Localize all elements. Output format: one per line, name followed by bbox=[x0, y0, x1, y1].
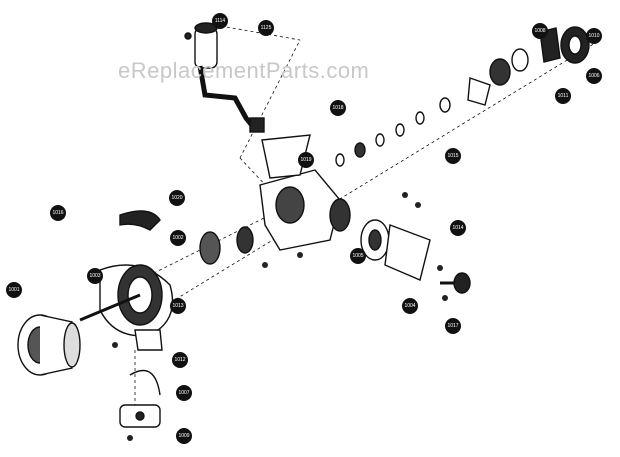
callout[interactable]: 1008 bbox=[532, 23, 548, 39]
callout[interactable]: 1016 bbox=[50, 205, 66, 221]
callout[interactable]: 1013 bbox=[170, 298, 186, 314]
callout[interactable]: 1001 bbox=[6, 282, 22, 298]
gear-housing bbox=[199, 134, 341, 265]
spool bbox=[17, 314, 81, 376]
drag-assembly bbox=[335, 26, 590, 167]
handle-assembly bbox=[184, 22, 265, 133]
rotor bbox=[79, 264, 174, 337]
callout[interactable]: 1017 bbox=[445, 318, 461, 334]
callout[interactable]: 1010 bbox=[586, 28, 602, 44]
callout[interactable]: 1005 bbox=[350, 248, 366, 264]
callout[interactable]: 1114 bbox=[212, 13, 228, 29]
callout[interactable]: 1011 bbox=[555, 88, 571, 104]
callout[interactable]: 1018 bbox=[330, 100, 346, 116]
callout[interactable]: 1020 bbox=[169, 190, 185, 206]
callout[interactable]: 1007 bbox=[176, 385, 192, 401]
callout[interactable]: 1009 bbox=[176, 428, 192, 444]
screws bbox=[112, 192, 448, 441]
main-gear-and-cover bbox=[329, 198, 471, 294]
callout[interactable]: 1002 bbox=[170, 230, 186, 246]
callout[interactable]: 1019 bbox=[298, 152, 314, 168]
callout[interactable]: 1012 bbox=[172, 352, 188, 368]
callout[interactable]: 1006 bbox=[586, 68, 602, 84]
callout[interactable]: 1004 bbox=[402, 298, 418, 314]
callout[interactable]: 1125 bbox=[258, 20, 274, 36]
callout[interactable]: 1003 bbox=[87, 268, 103, 284]
watermark: eReplacementParts.com bbox=[118, 58, 370, 83]
callout[interactable]: 1014 bbox=[450, 220, 466, 236]
bail-arm bbox=[119, 210, 163, 428]
callout[interactable]: 1015 bbox=[445, 148, 461, 164]
